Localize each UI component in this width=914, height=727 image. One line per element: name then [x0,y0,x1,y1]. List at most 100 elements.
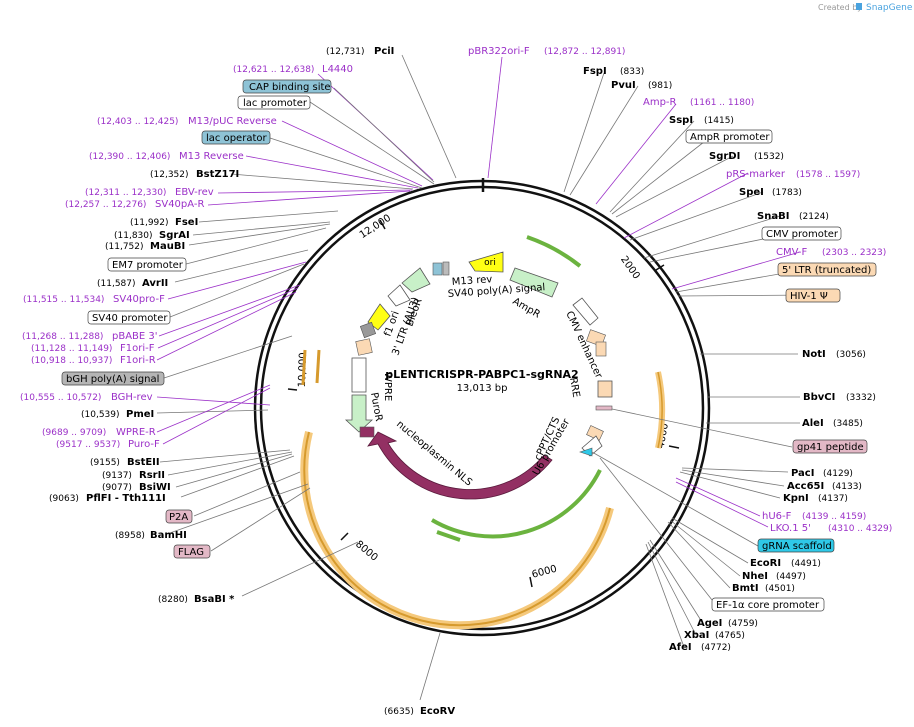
label-l4440[interactable]: (12,621 .. 12,638) L4440 [233,64,353,75]
label-pvui[interactable]: PvuI (981) [611,80,672,91]
label-acc65i[interactable]: Acc65I (4133) [787,481,862,492]
label-grna-scaffold[interactable]: gRNA scaffold [757,538,835,553]
cas9-feature[interactable] [367,431,553,500]
bleor-feature[interactable] [401,267,431,293]
label-pmei[interactable]: (10,539) PmeI [81,409,154,420]
label-sv40-promoter[interactable]: SV40 promoter [87,310,171,325]
label-sspi[interactable]: SspI (1415) [669,115,734,126]
label-rsrii[interactable]: (9137) RsrII [102,470,165,481]
svg-text:RsrII: RsrII [139,470,165,481]
svg-text:L4440: L4440 [322,64,353,75]
label-maubi[interactable]: (11,752) MauBI [105,241,185,252]
label-bsiwi[interactable]: (9077) BsiWI [102,482,171,493]
label-bsteii[interactable]: (9155) BstEII [90,457,160,468]
lac-feature[interactable] [442,261,450,276]
svg-text:(4491): (4491) [791,559,821,569]
ring-tick-2000: 2000 [618,254,665,281]
label-snabi[interactable]: SnaBI (2124) [757,211,829,222]
label-flag[interactable]: FLAG [173,544,211,559]
label-hu6-f[interactable]: hU6-F (4139 .. 4159) [762,511,866,522]
p2a-feature[interactable] [359,426,375,438]
svg-text:(981): (981) [648,81,672,91]
puror-feature[interactable] [344,394,374,433]
svg-text:AfeI: AfeI [669,642,692,653]
label-bbvci[interactable]: BbvCI (3332) [803,392,876,403]
label-ampr-promoter[interactable]: AmpR promoter [685,129,773,144]
label-cmv-promoter[interactable]: CMV promoter [761,226,842,241]
label-lac-promoter[interactable]: lac promoter [237,95,311,110]
label-cmv-f[interactable]: CMV-F (2303 .. 2323) [776,247,886,258]
label-m13-puc-reverse[interactable]: (12,403 .. 12,425) M13/pUC Reverse [97,116,277,127]
rre-feature[interactable] [597,380,613,398]
label-puro-f[interactable]: (9517 .. 9537) Puro-F [56,439,160,450]
label-f1ori-r[interactable]: (10,918 .. 10,937) F1ori-R [31,355,156,366]
f1-ori-feature[interactable] [367,303,391,331]
m13-rev-feature[interactable] [432,262,443,276]
label-fsei[interactable]: (11,992) FseI [130,217,198,228]
label-ebv-rev[interactable]: (12,311 .. 12,330) EBV-rev [85,187,214,198]
svg-text:(11,268 .. 11,288): (11,268 .. 11,288) [22,332,103,342]
label-sv40pa-r[interactable]: (12,257 .. 12,276) SV40pA-R [65,199,204,210]
label-ecorv[interactable]: (6635) EcoRV [384,706,455,717]
label-paci[interactable]: PacI (4129) [791,468,853,479]
label-alei[interactable]: AleI (3485) [802,418,863,429]
label-gp41-peptide[interactable]: gp41 peptide [792,439,868,454]
label-m13-reverse[interactable]: (12,390 .. 12,406) M13 Reverse [89,151,244,162]
label-ef1a-promoter[interactable]: EF-1α core promoter [711,597,825,612]
label-lac-operator[interactable]: lac operator [201,130,271,145]
svg-text:AvrII: AvrII [142,278,168,289]
label-bmti[interactable]: BmtI (4501) [732,583,795,594]
label-fspi[interactable]: FspI (833) [583,66,644,77]
sv40-feature[interactable] [359,321,377,339]
label-sgrdi[interactable]: SgrDI (1532) [709,151,784,162]
svg-text:(4772): (4772) [701,643,731,653]
label-wpre-r[interactable]: (9689 .. 9709) WPRE-R [42,427,156,438]
label-spei[interactable]: SpeI (1783) [739,187,802,198]
label-noti[interactable]: NotI (3056) [802,349,866,360]
label-lko1-5[interactable]: LKO.1 5' (4310 .. 4329) [770,523,892,534]
label-cap-binding-site[interactable]: CAP binding site [242,79,332,94]
label-bamhi[interactable]: (8958) BamHI [115,530,187,541]
label-pbabe-3[interactable]: (11,268 .. 11,288) pBABE 3' [22,331,158,342]
label-pcii[interactable]: (12,731) PciI [326,46,394,57]
label-agei[interactable]: AgeI (4759) [697,618,758,629]
label-5-ltr[interactable]: 5' LTR (truncated) [777,262,877,277]
em7-feature[interactable] [387,284,411,307]
svg-text:(1578 .. 1597): (1578 .. 1597) [796,170,860,180]
label-prs-marker[interactable]: pRS-marker (1578 .. 1597) [726,169,860,180]
ampr-feature[interactable] [509,267,559,298]
label-pflfi-tth111i[interactable]: (9063) PflFI - Tth111I [49,493,166,504]
label-avrii[interactable]: (11,587) AvrII [97,278,168,289]
label-ecori[interactable]: EcoRI (4491) [750,558,821,569]
label-f1ori-f[interactable]: (11,128 .. 11,149) F1ori-F [31,343,155,354]
cmv-enhancer-feature[interactable] [572,297,599,326]
svg-text:gRNA scaffold: gRNA scaffold [762,541,832,552]
label-bgh-rev[interactable]: (10,555 .. 10,572) BGH-rev [20,392,153,403]
label-em7-promoter[interactable]: EM7 promoter [107,257,187,272]
label-wpre: WPRE [382,372,393,401]
svg-text:lac operator: lac operator [206,133,267,144]
label-pbr322ori-f[interactable]: pBR322ori-F (12,872 .. 12,891) [468,46,625,57]
label-amp-r[interactable]: Amp-R (1161 .. 1180) [643,97,754,108]
svg-text:(10,539): (10,539) [81,410,120,420]
label-afei[interactable]: AfeI (4772) [669,642,731,653]
gp41-feature[interactable] [595,405,613,411]
green-arc-bottom-2 [436,530,461,542]
label-p2a[interactable]: P2A [165,509,193,524]
ori-feature[interactable] [468,251,504,273]
label-nhei[interactable]: NheI (4497) [742,571,806,582]
label-sgrai[interactable]: (11,830) SgrAI [114,230,190,241]
svg-text:pRS-marker: pRS-marker [726,169,786,180]
wpre-feature[interactable] [351,357,367,393]
label-sv40pro-f[interactable]: (11,515 .. 11,534) SV40pro-F [23,294,165,305]
svg-text:SgrAI: SgrAI [159,230,190,241]
cppt-feature[interactable] [586,425,604,441]
label-bgh-polya[interactable]: bGH poly(A) signal [61,371,165,386]
label-bsabi[interactable]: (8280) BsaBI * [158,594,235,605]
label-bstz17i[interactable]: (12,352) BstZ17I [150,169,239,180]
label-xbai[interactable]: XbaI (4765) [684,630,745,641]
hiv-psi-feature[interactable] [595,341,607,357]
ltr3-feature[interactable] [355,338,373,356]
label-kpni[interactable]: KpnI (4137) [783,493,848,504]
label-hiv-psi[interactable]: HIV-1 Ψ [785,288,841,303]
